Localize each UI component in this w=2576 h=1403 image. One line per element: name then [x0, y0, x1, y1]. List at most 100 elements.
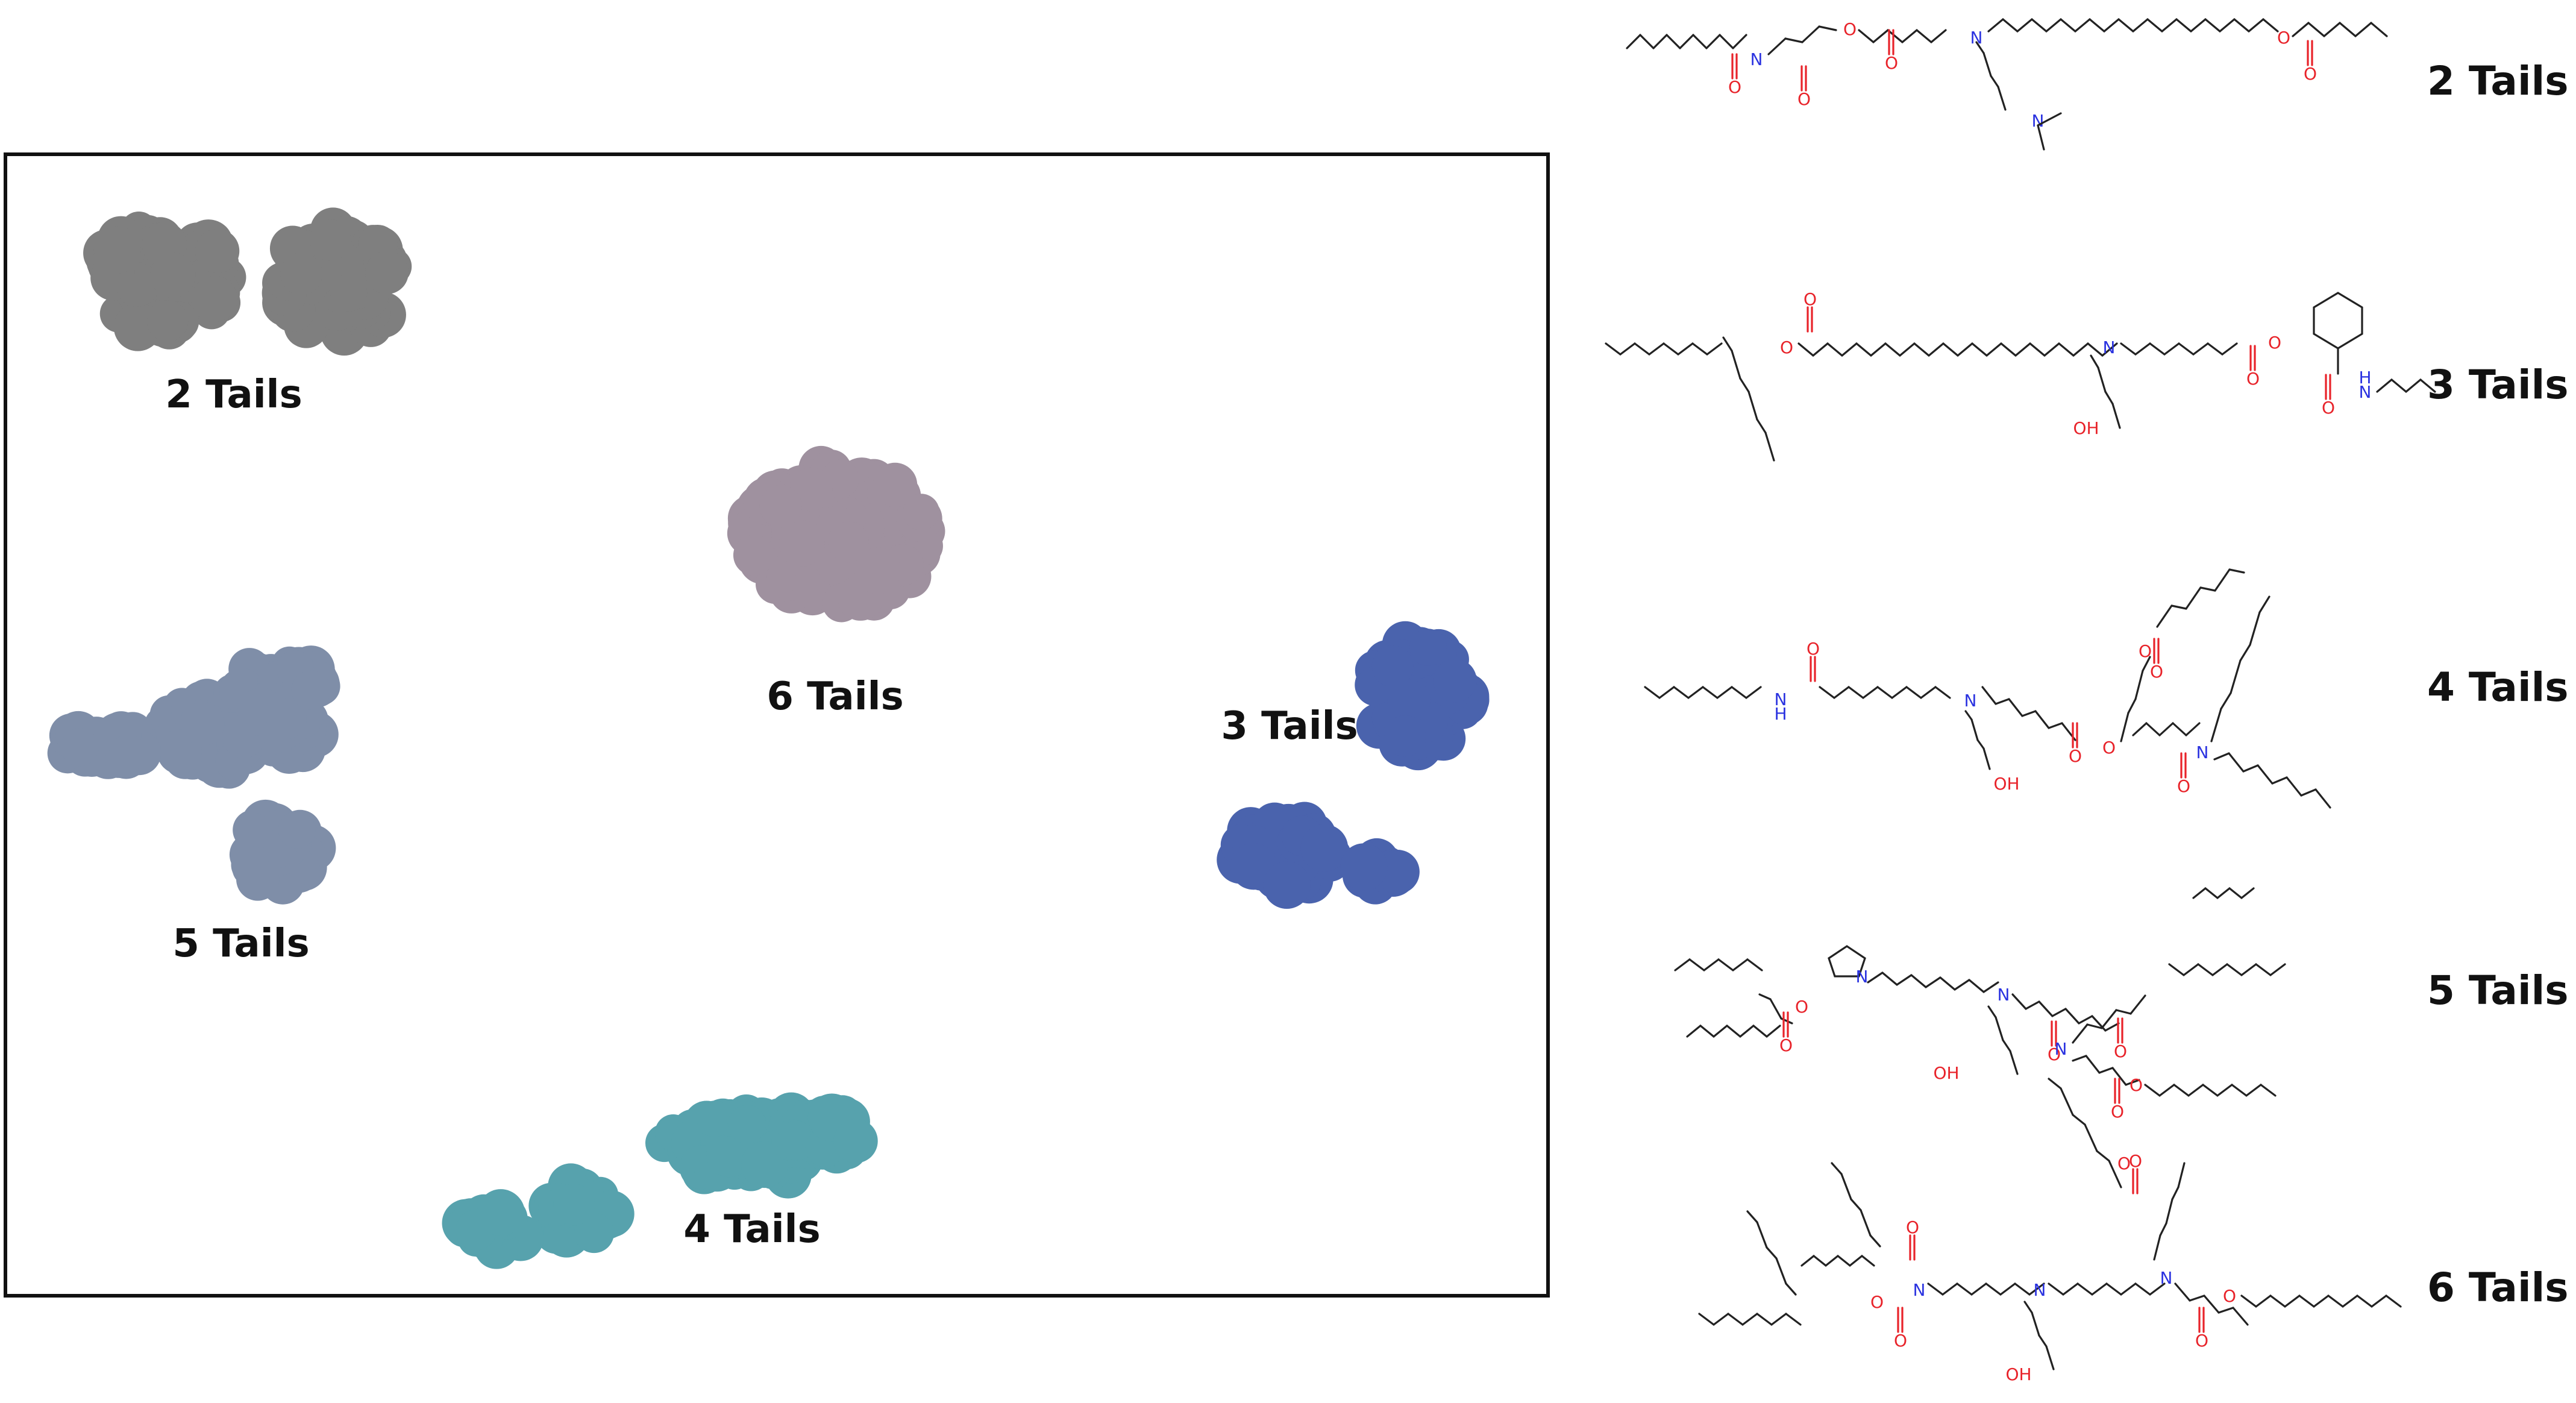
bond — [1985, 342, 2002, 357]
atom-label: N — [2160, 1268, 2173, 1288]
bond — [2390, 378, 2407, 393]
bond — [1784, 37, 1804, 43]
bond — [1703, 958, 1720, 971]
bond — [1732, 958, 1749, 971]
bond — [1876, 686, 1893, 699]
bond — [2111, 1067, 2127, 1086]
bond — [2242, 764, 2259, 773]
bond — [1869, 1234, 1881, 1248]
scatter-point — [330, 274, 368, 312]
bond — [2158, 1084, 2175, 1097]
bond — [1687, 686, 1704, 699]
bond — [1981, 686, 1997, 705]
bond — [2203, 1295, 2220, 1314]
bond — [2064, 1008, 2080, 1025]
scatter-point — [733, 535, 774, 576]
scatter-point — [1409, 629, 1447, 666]
bond — [2031, 1311, 2040, 1337]
scatter-point — [146, 300, 189, 342]
bond — [2101, 342, 2118, 357]
bond — [2161, 18, 2178, 33]
bond — [2376, 378, 2393, 393]
bond — [1976, 739, 1985, 750]
bond — [2231, 1084, 2248, 1097]
bond — [2189, 1295, 2205, 1302]
bond — [2187, 1084, 2204, 1097]
bond — [2314, 788, 2331, 809]
atom-label: N — [1913, 1280, 1926, 1300]
atom-label: OH — [2073, 418, 2099, 438]
atom-label: N — [1998, 985, 2010, 1005]
bond — [2385, 1295, 2402, 1308]
bond — [2221, 342, 2238, 356]
bond — [1968, 979, 1985, 993]
bond — [2419, 378, 2436, 393]
bond — [2134, 342, 2151, 356]
bond — [1982, 747, 1991, 770]
bond — [2185, 586, 2202, 610]
bond — [2091, 1015, 2107, 1032]
bond — [2134, 670, 2144, 700]
bond — [2051, 1008, 2067, 1017]
bond — [2072, 1023, 2089, 1044]
scatter-point — [1340, 843, 1388, 891]
bond — [2145, 722, 2161, 736]
bond — [2228, 752, 2245, 773]
bond — [2207, 342, 2223, 356]
bond — [2120, 712, 2129, 742]
molecule-label-2-tails: 2 Tails — [2427, 58, 2569, 104]
bond — [2204, 18, 2221, 33]
bond — [2076, 1282, 2093, 1296]
bond — [2327, 1295, 2344, 1308]
bond — [2031, 18, 2048, 33]
atom-label: O — [2048, 1044, 2061, 1064]
cluster-2-tails — [83, 207, 412, 356]
bond — [2204, 887, 2219, 899]
bond — [2078, 1015, 2093, 1025]
atom-label: O — [1797, 89, 1811, 109]
bond — [2213, 752, 2230, 761]
bond — [1901, 29, 1918, 43]
bond — [2142, 656, 2151, 672]
bond — [1726, 1025, 1741, 1038]
bond — [1970, 718, 1979, 741]
bond — [1739, 1025, 1755, 1038]
atom-label: O — [1728, 77, 1741, 97]
bond — [1605, 342, 1622, 356]
bond — [1769, 998, 1782, 1020]
bond — [2115, 1009, 2132, 1015]
bond — [1666, 34, 1681, 49]
bond — [1767, 37, 1787, 55]
bond — [2210, 708, 2222, 742]
bond — [1727, 1313, 1744, 1326]
bond — [2255, 1295, 2272, 1308]
bond — [1713, 1025, 1728, 1038]
bond — [1686, 1025, 1702, 1038]
bond — [2029, 342, 2046, 357]
bond — [1706, 342, 1723, 356]
scatter-point — [150, 252, 196, 298]
atom-label: O — [1885, 53, 1898, 73]
bond — [2339, 22, 2357, 37]
bond — [2323, 22, 2341, 37]
bond — [1717, 958, 1734, 971]
scatter-point — [477, 1189, 524, 1236]
bond — [2233, 18, 2250, 33]
bond — [2214, 568, 2231, 592]
bond — [2342, 1295, 2358, 1308]
atom-label: O — [2114, 1041, 2127, 1061]
scatter-point — [553, 1184, 595, 1226]
bond — [1850, 1198, 1862, 1211]
bond — [1987, 18, 2004, 33]
bond — [2129, 994, 2146, 1015]
bond — [1825, 1255, 1839, 1267]
bond — [2014, 1282, 2031, 1296]
scatter-point — [827, 521, 870, 563]
bond — [2245, 1084, 2262, 1097]
bond — [2103, 18, 2120, 33]
scatter-point — [1371, 645, 1414, 687]
molecule-label-4-tails: 4 Tails — [2427, 664, 2569, 711]
bond — [2008, 698, 2023, 717]
